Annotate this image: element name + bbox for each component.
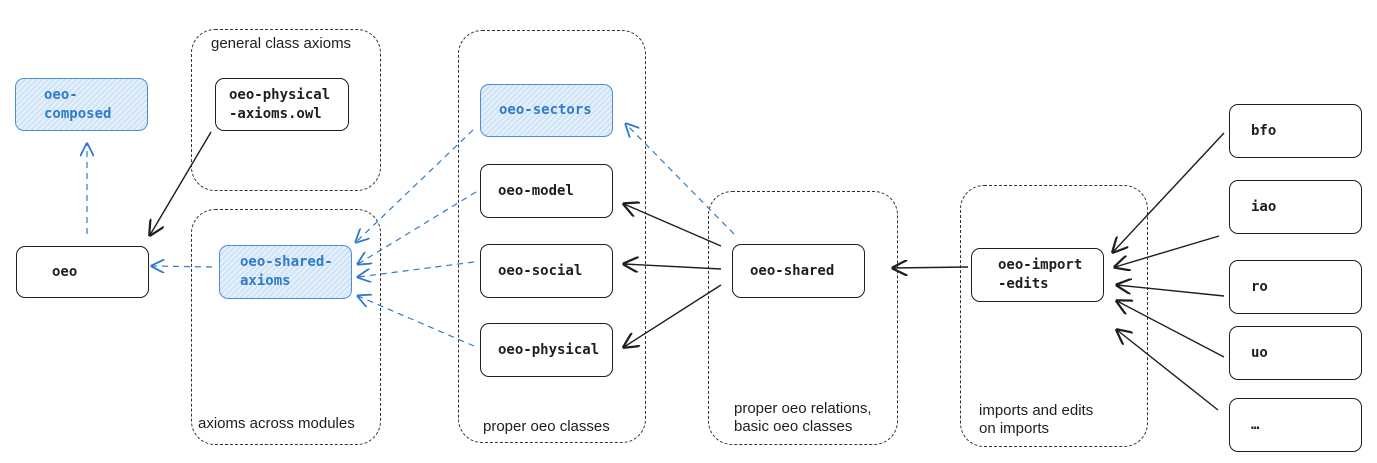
node-oeo-physical[interactable]: oeo-physical <box>480 323 613 377</box>
node-oeo-label: oeo <box>52 263 78 280</box>
arrow-shared-axioms-to-oeo <box>152 266 213 267</box>
arrow-ro-to-import-edits <box>1117 285 1225 297</box>
imports-and-edits-label: imports and edits on imports <box>979 402 1094 437</box>
arrow-import-edits-to-shared <box>893 267 969 268</box>
node-oeo-import-edits[interactable]: oeo-import -edits <box>971 248 1104 302</box>
node-oeo-model[interactable]: oeo-model <box>480 164 613 218</box>
node-oeo[interactable]: oeo <box>16 246 149 298</box>
node-uo-label: uo <box>1251 344 1268 361</box>
arrow-sectors-to-shared-axioms <box>356 129 474 242</box>
node-oeo-shared-label: oeo-shared <box>750 262 835 279</box>
axioms-across-modules-label: axioms across modules <box>198 415 355 432</box>
node-oeo-model-label: oeo-model <box>498 182 574 199</box>
node-uo[interactable]: uo <box>1229 326 1362 380</box>
node-oeo-composed-label: oeo- composed <box>44 86 112 122</box>
node-oeo-social-label: oeo-social <box>498 262 583 279</box>
node-oeo-composed[interactable]: oeo- composed <box>15 78 148 131</box>
node-oeo-shared[interactable]: oeo-shared <box>732 244 865 298</box>
arrow-more-to-import-edits <box>1117 330 1219 411</box>
group-proper-oeo-classes <box>458 30 646 443</box>
arrow-uo-to-import-edits <box>1117 301 1225 358</box>
proper-oeo-classes-label: proper oeo classes <box>483 418 610 435</box>
node-oeo-shared-axioms-label: oeo-shared- axioms <box>240 254 333 289</box>
node-iao[interactable]: iao <box>1229 180 1362 234</box>
node-bfo[interactable]: bfo <box>1229 104 1362 158</box>
group-general-class-axioms <box>191 29 381 191</box>
group-axioms-across-modules <box>191 209 381 445</box>
node-oeo-shared-axioms[interactable]: oeo-shared- axioms <box>219 245 352 299</box>
arrow-shared-to-social <box>624 264 722 269</box>
node-oeo-physical-axioms[interactable]: oeo-physical -axioms.owl <box>215 78 349 131</box>
node-bfo-label: bfo <box>1251 122 1277 139</box>
group-proper-oeo-relations <box>708 191 898 445</box>
node-more-label: … <box>1251 416 1260 433</box>
arrow-bfo-to-import-edits <box>1113 132 1225 252</box>
node-oeo-physical-label: oeo-physical <box>498 341 600 358</box>
arrow-shared-to-model <box>624 204 722 247</box>
arrow-model-to-shared-axioms <box>358 191 477 264</box>
node-oeo-sectors[interactable]: oeo-sectors <box>480 84 613 137</box>
arrow-physical-to-shared-axioms <box>358 296 475 347</box>
general-class-axioms-label: general class axioms <box>211 35 352 52</box>
arrow-shared-to-physical <box>624 284 722 347</box>
arrow-shared-to-sectors <box>626 124 735 235</box>
node-oeo-physical-axioms-label: oeo-physical -axioms.owl <box>229 86 331 122</box>
proper-oeo-relations-label: proper oeo relations, basic oeo classes <box>734 400 872 435</box>
node-ro[interactable]: ro <box>1229 260 1362 314</box>
node-iao-label: iao <box>1251 198 1277 215</box>
node-ro-label: ro <box>1251 278 1268 295</box>
arrow-social-to-shared-axioms <box>358 261 475 277</box>
node-oeo-sectors-label: oeo-sectors <box>499 102 592 118</box>
arrow-iao-to-import-edits <box>1115 235 1220 267</box>
node-oeo-social[interactable]: oeo-social <box>480 244 613 298</box>
arrow-physical-axioms-to-oeo <box>150 131 212 235</box>
group-imports-and-edits <box>960 185 1148 447</box>
node-oeo-import-edits-label: oeo-import -edits <box>998 257 1083 292</box>
node-more[interactable]: … <box>1229 398 1362 452</box>
